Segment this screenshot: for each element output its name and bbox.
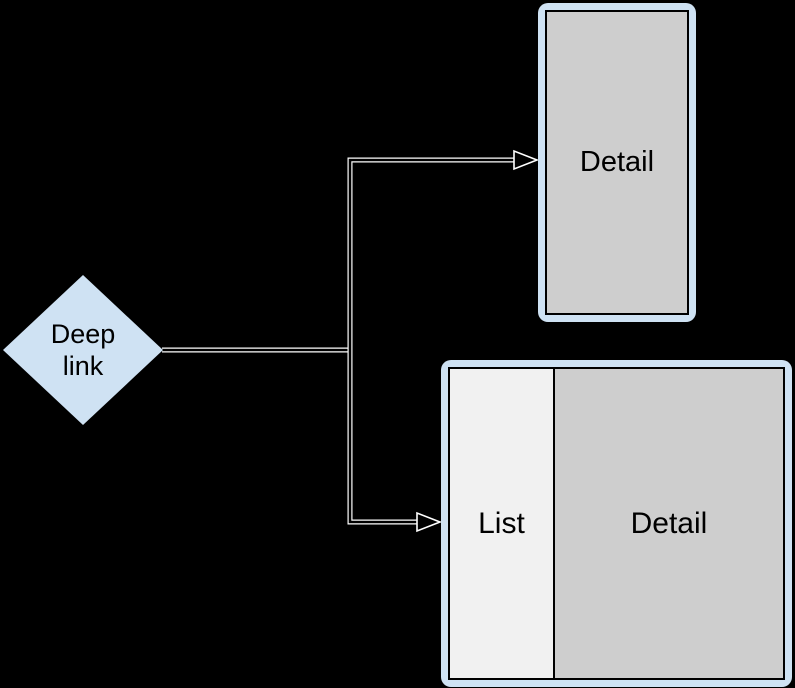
deep-link-label: Deep link <box>50 318 116 381</box>
tablet-frame: List Detail <box>441 360 792 687</box>
arrowhead-to-phone <box>513 149 540 171</box>
tablet-list-pane: List <box>450 369 555 678</box>
phone-detail-label: Detail <box>579 146 655 178</box>
tablet-screen: List Detail <box>448 367 785 680</box>
tablet-detail-label: Detail <box>630 506 708 540</box>
phone-frame: Detail <box>538 3 696 322</box>
tablet-list-label: List <box>478 506 525 540</box>
phone-screen: Detail <box>545 10 689 315</box>
arrowhead-to-tablet <box>416 511 443 533</box>
tablet-detail-pane: Detail <box>554 369 783 678</box>
edge-branches-core <box>348 158 516 524</box>
